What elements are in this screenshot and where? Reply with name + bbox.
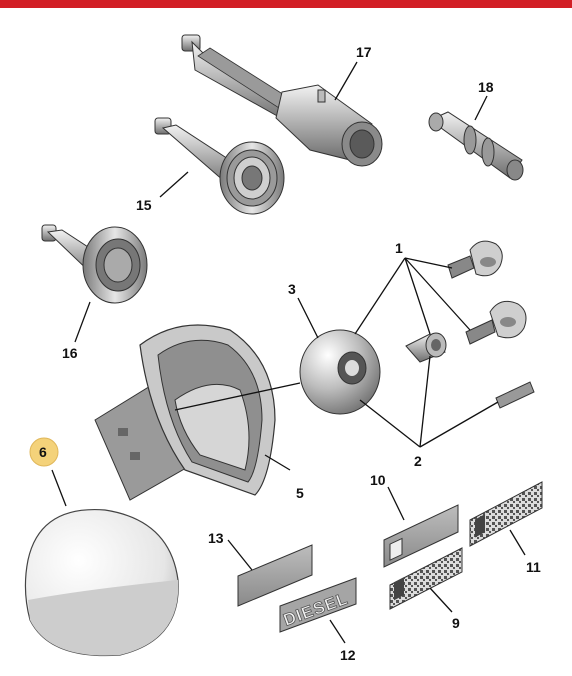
callout-15: 15 bbox=[136, 197, 152, 213]
part-12-diesel-label: DIESEL bbox=[279, 577, 357, 633]
callout-9: 9 bbox=[452, 615, 460, 631]
leader-lines bbox=[51, 61, 526, 644]
part-1-keys bbox=[447, 240, 535, 409]
key-top bbox=[447, 240, 503, 279]
callout-18: 18 bbox=[478, 79, 494, 95]
callout-5: 5 bbox=[296, 485, 304, 501]
part-11-code-label bbox=[469, 481, 543, 547]
callout-1: 1 bbox=[395, 240, 403, 256]
callout-17: 17 bbox=[356, 44, 372, 60]
part-16-tool bbox=[41, 224, 148, 304]
callout-12: 12 bbox=[340, 647, 356, 663]
part-2-lock-cylinder bbox=[405, 332, 447, 363]
part-17-tool bbox=[181, 34, 383, 167]
part-9-code-label bbox=[389, 547, 463, 610]
callout-labels: 17 18 15 16 3 1 2 5 6 13 12 10 9 11 bbox=[39, 44, 541, 663]
key-blade bbox=[495, 381, 535, 409]
callout-13: 13 bbox=[208, 530, 224, 546]
part-15-tool bbox=[154, 117, 285, 215]
part-3-fuel-cap bbox=[299, 329, 381, 415]
callout-16: 16 bbox=[62, 345, 78, 361]
callout-6: 6 bbox=[39, 444, 47, 460]
key-middle bbox=[465, 300, 527, 345]
part-6-fuel-flap bbox=[24, 508, 179, 657]
callout-10: 10 bbox=[370, 472, 386, 488]
callout-3: 3 bbox=[288, 281, 296, 297]
header-bar bbox=[0, 0, 572, 8]
callout-2: 2 bbox=[414, 453, 422, 469]
part-5-filler-housing bbox=[94, 324, 276, 501]
part-13-blank-label bbox=[237, 544, 313, 607]
part-18-adapter bbox=[428, 111, 524, 181]
callout-11: 11 bbox=[526, 559, 541, 575]
highlight-circle bbox=[29, 437, 59, 467]
part-10-fuel-label bbox=[383, 504, 459, 568]
